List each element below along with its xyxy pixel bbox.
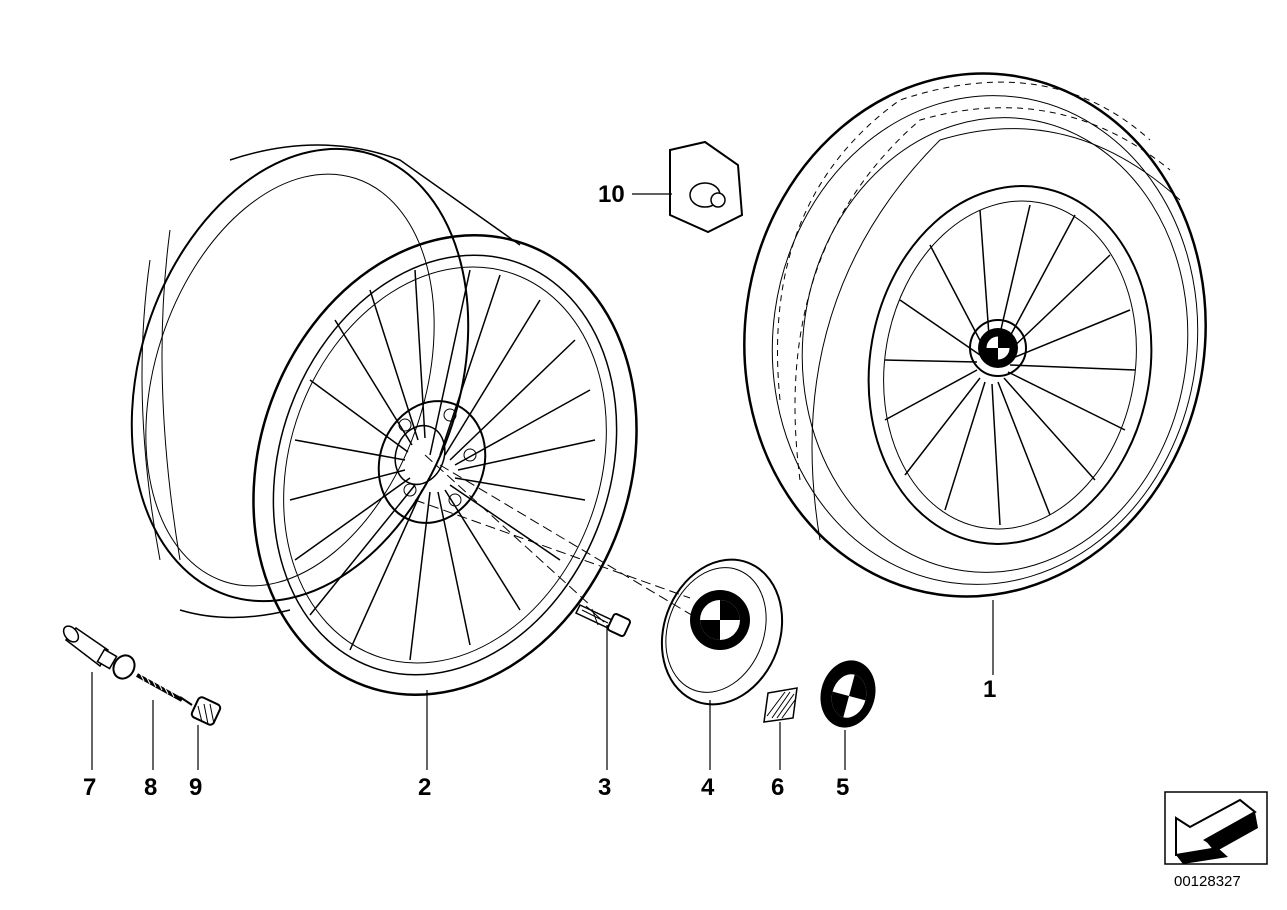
callout-9: 9 — [189, 774, 202, 801]
wheel-bolt-drawing — [574, 604, 631, 637]
valve-drawing — [62, 625, 136, 680]
callout-8: 8 — [144, 774, 157, 801]
direction-arrow-box — [1164, 791, 1268, 865]
hub-cover-drawing — [660, 558, 784, 706]
emblem-drawing — [820, 660, 876, 728]
rim-drawing — [130, 144, 638, 696]
callout-7: 7 — [83, 774, 96, 801]
bmw-roundel-icon — [690, 590, 750, 650]
document-number: 00128327 — [1174, 873, 1241, 890]
callout-5: 5 — [836, 774, 849, 801]
valve-insert-drawing — [136, 672, 193, 706]
callout-4: 4 — [701, 774, 715, 801]
wheel-lock-drawing — [669, 140, 744, 234]
callout-6: 6 — [771, 774, 784, 801]
label-sticker-drawing — [763, 687, 798, 723]
bmw-roundel-icon — [978, 328, 1018, 368]
callout-2: 2 — [418, 774, 431, 801]
leader-lines — [91, 193, 994, 770]
valve-cap-drawing — [190, 696, 222, 726]
direction-arrow-icon — [1175, 798, 1258, 864]
assembly-lines — [414, 454, 701, 621]
complete-wheel-drawing — [743, 72, 1207, 598]
callout-1: 1 — [983, 676, 996, 703]
callout-3: 3 — [598, 774, 611, 801]
callout-10: 10 — [598, 181, 625, 208]
